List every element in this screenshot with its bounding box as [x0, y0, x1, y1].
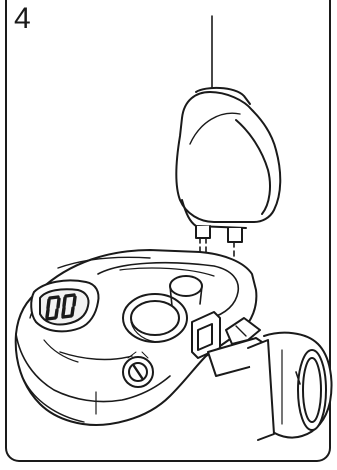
- outlet-tube-icon: [248, 333, 332, 440]
- cap-part-icon: [176, 88, 280, 242]
- display-digits-icon: [31, 280, 98, 331]
